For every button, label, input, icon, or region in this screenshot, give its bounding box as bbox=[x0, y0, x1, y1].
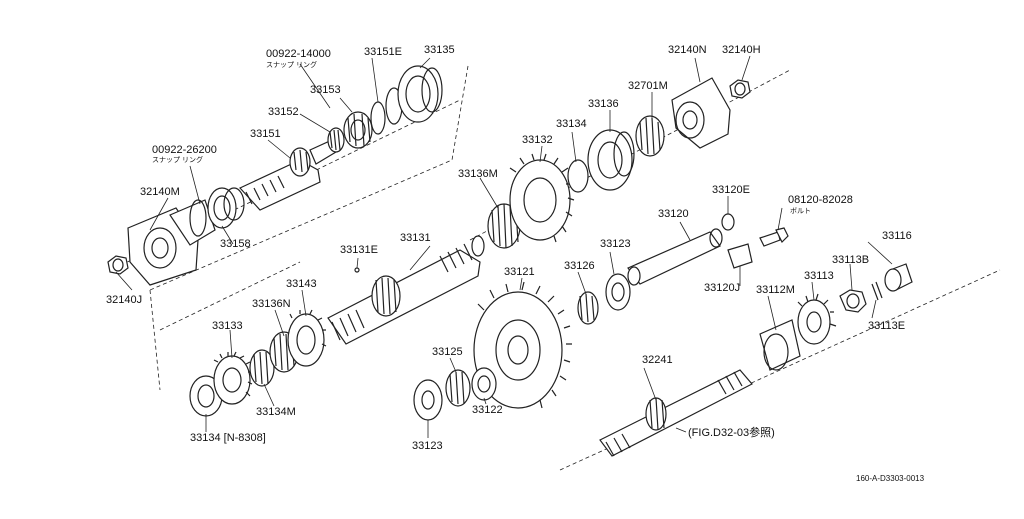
washer-33120E bbox=[721, 213, 735, 231]
bolt-08120-82028 bbox=[759, 227, 789, 247]
part-label-33122: 33122 bbox=[472, 404, 503, 416]
part-label-33123-lower: 33123 bbox=[412, 440, 443, 452]
part-label-33132: 33132 bbox=[522, 134, 553, 146]
part-label-33120E: 33120E bbox=[712, 184, 750, 196]
shaft-32241 bbox=[599, 369, 753, 457]
nut-33113B bbox=[839, 289, 867, 313]
part-label-33134-upper: 33134 bbox=[556, 118, 587, 130]
part-label-33126: 33126 bbox=[564, 260, 595, 272]
part-label-32241: 32241 bbox=[642, 354, 673, 366]
flange-32140M bbox=[127, 199, 216, 286]
plate-33120J bbox=[727, 243, 753, 269]
nut-32140H bbox=[729, 79, 751, 99]
part-label-33153: 33153 bbox=[310, 84, 341, 96]
part-label-33116: 33116 bbox=[882, 230, 912, 242]
needle-33152 bbox=[327, 127, 345, 153]
part-sublabel-snap-ring-1: スナップ リング bbox=[266, 62, 317, 69]
pin-33113E bbox=[871, 281, 883, 301]
part-label-00922-26200: 00922-26200 bbox=[152, 144, 217, 156]
flange-32140N bbox=[671, 77, 731, 149]
part-label-33113: 33113 bbox=[804, 270, 834, 282]
shaft-33151 bbox=[239, 139, 337, 211]
part-label-32140N: 32140N bbox=[668, 44, 707, 56]
bearing-33134M bbox=[249, 349, 275, 387]
bearing-33153 bbox=[343, 111, 373, 149]
cap-33116 bbox=[884, 263, 913, 292]
part-label-32140H: 32140H bbox=[722, 44, 761, 56]
bearing-33158 bbox=[189, 187, 245, 237]
dashed-assembly-line-lower bbox=[149, 261, 301, 391]
gear-33132 bbox=[509, 153, 575, 243]
sleeve-33112M bbox=[759, 319, 801, 371]
ball-33131E bbox=[354, 267, 360, 273]
bearing-32701M bbox=[635, 115, 665, 157]
part-label-33143: 33143 bbox=[286, 278, 317, 290]
part-label-33158: 33158 bbox=[220, 238, 251, 250]
part-label-08120-82028: 08120-82028 bbox=[788, 194, 853, 206]
washer-33123-lower bbox=[413, 379, 443, 421]
needle-33125 bbox=[445, 369, 471, 407]
gear-33143 bbox=[287, 309, 327, 367]
part-sublabel-snap-ring-2: スナップ リング bbox=[152, 157, 203, 164]
part-label-33152: 33152 bbox=[268, 106, 299, 118]
part-label-33121: 33121 bbox=[504, 266, 535, 278]
part-label-33125: 33125 bbox=[432, 346, 463, 358]
needle-33126 bbox=[577, 291, 599, 325]
part-label-33113B: 33113B bbox=[832, 254, 870, 266]
shaft-33131 bbox=[327, 235, 485, 345]
part-label-33136: 33136 bbox=[588, 98, 619, 110]
part-label-33120: 33120 bbox=[658, 208, 689, 220]
part-label-32140J: 32140J bbox=[106, 294, 143, 306]
nut-32140J bbox=[107, 255, 129, 275]
part-label-33123-upper: 33123 bbox=[600, 238, 631, 250]
part-label-33120J: 33120J bbox=[704, 282, 741, 294]
dashed-assembly-line-upper bbox=[149, 65, 469, 291]
gear-33113 bbox=[797, 293, 837, 345]
part-label-33112M: 33112M bbox=[756, 284, 795, 296]
center-axis-middle bbox=[469, 69, 791, 241]
spacer-33122 bbox=[471, 367, 497, 401]
leader-lines bbox=[115, 55, 893, 438]
shaft-33120 bbox=[627, 228, 723, 286]
gear-33133 bbox=[213, 351, 253, 405]
part-label-33151E: 33151E bbox=[364, 46, 402, 58]
bearing-33135 bbox=[397, 65, 443, 123]
part-label-32140M: 32140M bbox=[140, 186, 180, 198]
part-label-33131: 33131 bbox=[400, 232, 431, 244]
part-label-33133: 33133 bbox=[212, 320, 243, 332]
part-label-33151: 33151 bbox=[250, 128, 281, 140]
part-label-33134-N8308: 33134 [N-8308] bbox=[190, 432, 266, 444]
ring-33134-upper bbox=[567, 159, 589, 193]
part-label-33131E: 33131E bbox=[340, 244, 378, 256]
ring-33151E bbox=[370, 101, 386, 135]
reference-note: (FIG.D32-03参照) bbox=[688, 427, 775, 439]
washer-33123-upper bbox=[605, 273, 631, 311]
part-label-33136N: 33136N bbox=[252, 298, 291, 310]
drawing-code: 160-A-D3303-0013 bbox=[856, 474, 925, 483]
part-label-33136M: 33136M bbox=[458, 168, 498, 180]
bearing-33136 bbox=[587, 129, 635, 191]
part-label-32701M: 32701M bbox=[628, 80, 668, 92]
part-label-33113E: 33113E bbox=[868, 320, 906, 332]
part-label-33134M: 33134M bbox=[256, 406, 296, 418]
part-label-33135: 33135 bbox=[424, 44, 455, 56]
part-sublabel-bolt: ボルト bbox=[790, 208, 811, 215]
part-label-00922-14000: 00922-14000 bbox=[266, 48, 331, 60]
